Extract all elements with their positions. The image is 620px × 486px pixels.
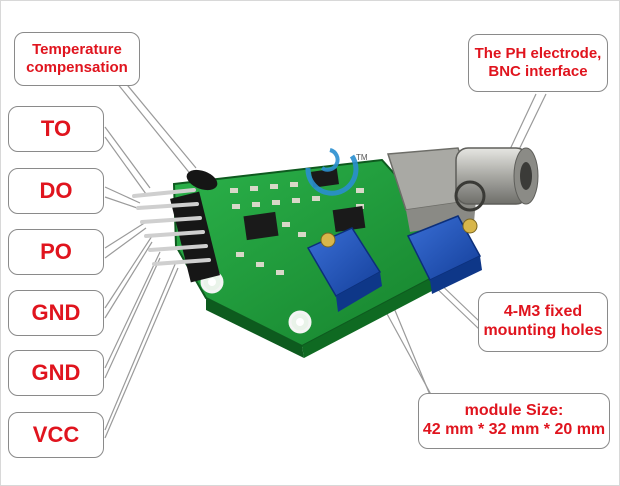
header-pins [132,188,220,283]
pin-label-po: PO [8,229,104,275]
mounting-holes-label: 4-M3 fixed mounting holes [478,292,608,352]
bnc-connector [386,147,539,232]
pin-label-to: TO [8,106,104,152]
pin-label-gnd-1: GND [8,290,104,336]
ic-chips [243,168,366,241]
pin-label-do: DO [8,168,104,214]
potentiometers [306,215,482,312]
temperature-sensor [186,169,218,191]
pin-label-vcc: VCC [8,412,104,458]
pin-label-gnd-2: GND [8,350,104,396]
logo-watermark [305,148,359,196]
temperature-compensation-label: Temperature compensation [14,32,140,86]
leader-lines [103,56,547,439]
ph-electrode-label: The PH electrode, BNC interface [468,34,608,92]
trademark-mark: TM [356,153,368,162]
module-size-label: module Size: 42 mm * 32 mm * 20 mm [418,393,610,449]
